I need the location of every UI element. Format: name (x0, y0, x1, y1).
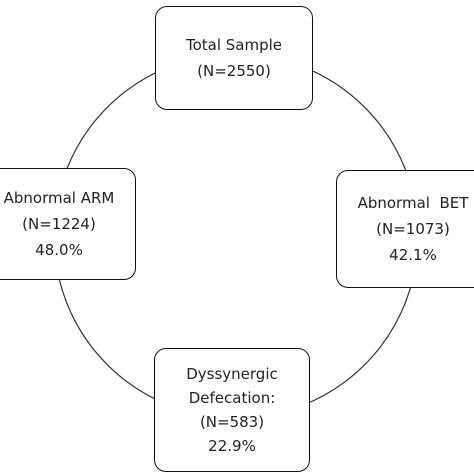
node-abnormal-bet-percent: 42.1% (389, 246, 437, 264)
node-total-sample-title: Total Sample (185, 36, 283, 54)
node-total-sample-count: (N=2550) (197, 62, 271, 80)
node-dyssynergic-title-line2: Defecation: (188, 389, 276, 407)
node-dyssynergic-title-line1: Dyssynergic (186, 365, 278, 383)
node-total-sample: Total Sample (N=2550) (155, 6, 313, 110)
node-abnormal-arm-count: (N=1224) (22, 215, 96, 233)
node-abnormal-bet-title: Abnormal BET (357, 194, 469, 212)
node-dyssynergic-defecation: Dyssynergic Defecation: (N=583) 22.9% (154, 348, 310, 472)
node-abnormal-arm: Abnormal ARM (N=1224) 48.0% (0, 168, 136, 280)
node-abnormal-arm-percent: 48.0% (35, 241, 83, 259)
node-dyssynergic-percent: 22.9% (208, 437, 256, 455)
node-abnormal-bet: Abnormal BET (N=1073) 42.1% (336, 170, 474, 288)
node-dyssynergic-count: (N=583) (199, 413, 265, 431)
node-abnormal-arm-title: Abnormal ARM (3, 189, 115, 207)
node-abnormal-bet-count: (N=1073) (376, 220, 450, 238)
